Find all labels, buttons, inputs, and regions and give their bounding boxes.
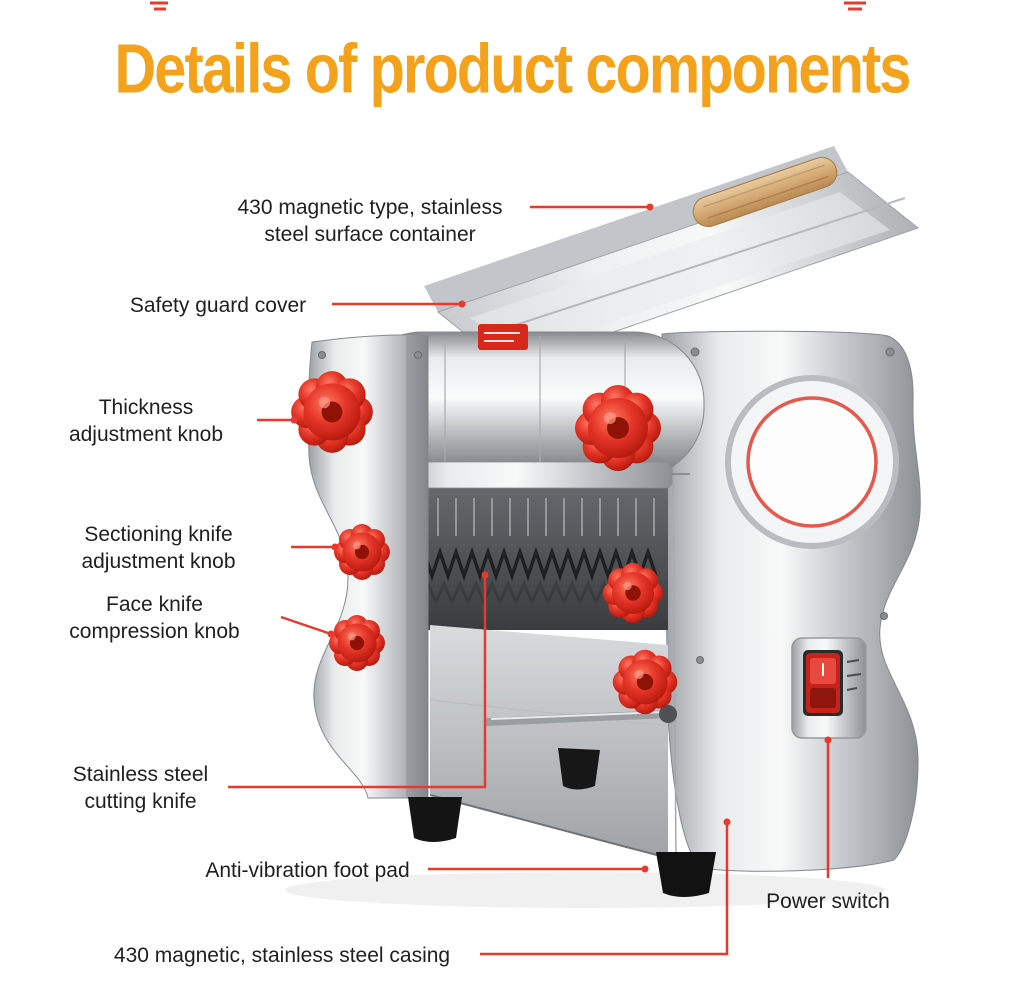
front-lower-face — [429, 625, 669, 859]
crank-rod — [484, 705, 677, 726]
label-line: compression knob — [69, 620, 240, 643]
power-switch — [791, 637, 867, 739]
thickness-adjustment-knob-left — [291, 371, 373, 453]
label-stainless-steel-casing: 430 magnetic, stainless steel casing — [82, 942, 482, 969]
brand-sticker — [478, 324, 528, 350]
label-line: Thickness — [98, 396, 194, 419]
label-stainless-steel-cutting-knife: Stainless steel cutting knife — [38, 761, 243, 815]
foot-pad-right — [656, 852, 716, 897]
callout-dot — [646, 203, 654, 211]
callout-line-casing — [480, 822, 729, 956]
foot-pad-left — [408, 797, 462, 842]
foot-pads — [408, 748, 716, 897]
page-title: Details of product components — [114, 31, 911, 109]
switch-print — [846, 659, 862, 691]
label-anti-vibration-foot-pad: Anti-vibration foot pad — [185, 857, 430, 884]
label-sectioning-knife-adjustment-knob: Sectioning knife adjustment knob — [56, 521, 261, 575]
label-line: adjustment knob — [81, 550, 236, 573]
face-knife-compression-knob — [329, 615, 385, 671]
middle-knob-right — [602, 562, 664, 624]
callout-line-face-knife — [280, 615, 332, 636]
label-power-switch: Power switch — [758, 888, 898, 915]
label-line: adjustment knob — [68, 423, 224, 446]
callout-line-cutting-knife — [228, 575, 487, 789]
label-line: Stainless steel — [72, 763, 209, 786]
label-surface-container: 430 magnetic type, stainless steel surfa… — [210, 194, 530, 248]
callout-dot — [290, 416, 298, 424]
lower-knob-right — [612, 649, 678, 715]
label-line: 430 magnetic type, stainless — [237, 196, 503, 219]
label-line: Sectioning knife — [84, 523, 233, 546]
label-line: 430 magnetic, stainless steel casing — [113, 944, 451, 967]
panel-screws — [318, 351, 422, 359]
label-line: Face knife — [106, 593, 203, 616]
tray-handle — [692, 156, 838, 228]
label-line: cutting knife — [84, 790, 197, 813]
callout-dot — [327, 630, 335, 638]
label-line: Power switch — [766, 890, 890, 913]
callout-dot — [331, 543, 339, 551]
callout-dot — [824, 736, 832, 744]
cutting-knife-comb-rear — [402, 580, 646, 606]
ground-shadow — [285, 872, 885, 908]
panel-screws — [690, 347, 895, 664]
cropped-top-marks — [150, 1, 866, 11]
label-line: Anti-vibration foot pad — [205, 859, 410, 882]
label-face-knife-compression-knob: Face knife compression knob — [52, 591, 257, 645]
cutting-knife-comb-front — [398, 546, 658, 582]
label-line: steel surface container — [264, 223, 476, 246]
sectioning-knife-adjustment-knob — [334, 524, 390, 580]
label-safety-guard-cover: Safety guard cover — [118, 292, 318, 319]
label-line: Safety guard cover — [129, 294, 307, 317]
panel-window — [746, 396, 878, 528]
callout-dot — [458, 300, 466, 308]
thickness-adjustment-knob-right — [575, 385, 661, 471]
callout-dot — [723, 818, 731, 826]
label-thickness-adjustment-knob: Thickness adjustment knob — [46, 394, 246, 448]
callout-dot — [641, 865, 649, 873]
callout-dot — [481, 571, 489, 579]
foot-pad-rear — [558, 748, 600, 790]
